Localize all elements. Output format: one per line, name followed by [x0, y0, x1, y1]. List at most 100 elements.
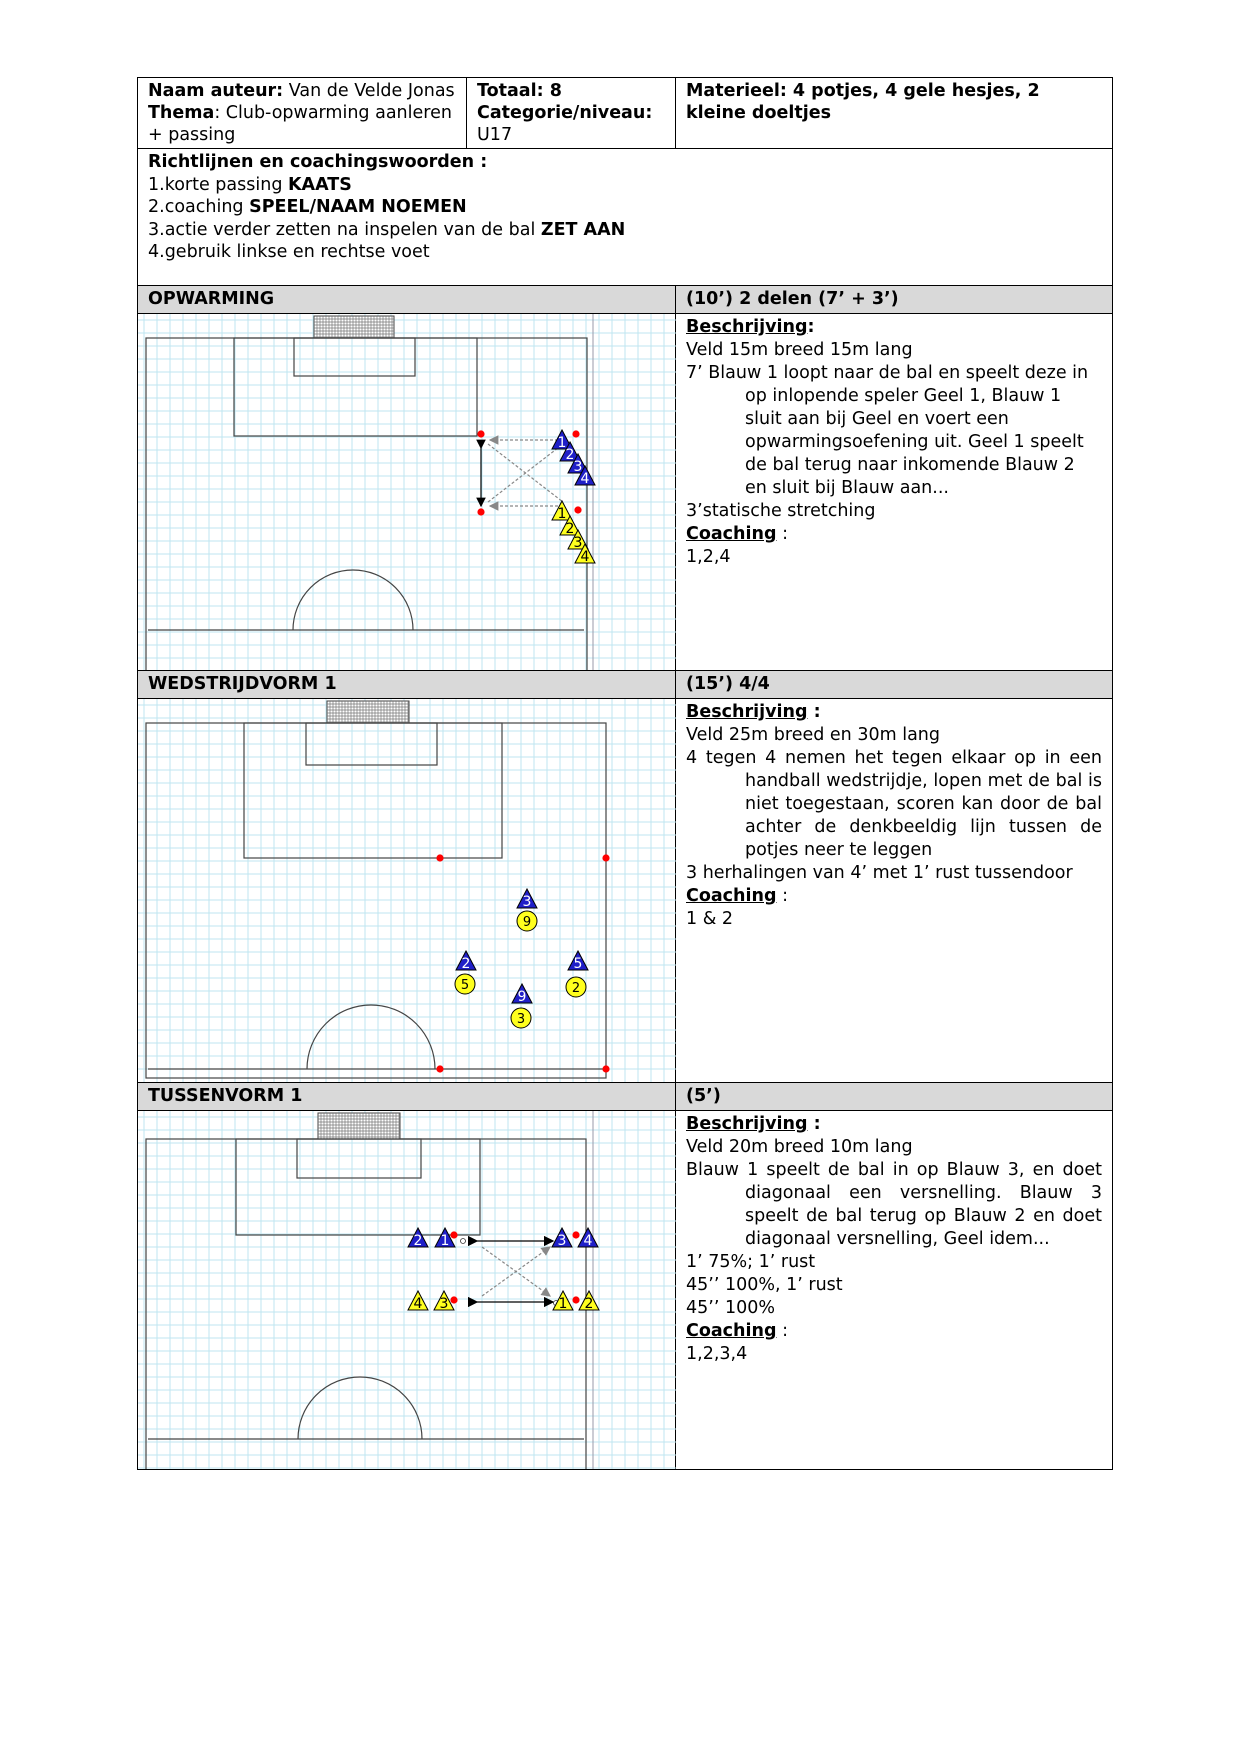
- player-triangle: [551, 1226, 573, 1248]
- player-number: 3: [574, 535, 583, 551]
- player-number: 3: [558, 1233, 567, 1249]
- section-description: Beschrijving : Veld 25m breed en 30m lan…: [675, 698, 1113, 1083]
- player-triangle: [407, 1289, 429, 1311]
- guideline-item: 1.korte passing KAATS: [148, 174, 352, 195]
- player-number: 3: [440, 1296, 449, 1312]
- player-number: 1: [558, 506, 567, 522]
- section-title: OPWARMING: [137, 285, 676, 314]
- cone-marker: [477, 430, 485, 438]
- diagonal-run: [481, 1246, 551, 1297]
- player-number: 9: [523, 915, 531, 930]
- guideline-item: 3.actie verder zetten na inspelen van de…: [148, 219, 626, 240]
- description-label: Beschrijving: [686, 702, 808, 722]
- description-label: Beschrijving: [686, 1114, 808, 1134]
- player-triangle: [577, 1226, 599, 1248]
- total-label: Totaal: 8: [477, 81, 562, 101]
- player-number: 2: [572, 981, 580, 996]
- player-number: 1: [441, 1233, 450, 1249]
- section-title: TUSSENVORM 1: [137, 1082, 676, 1111]
- training-table: Naam auteur: Van de Velde Jonas Thema: C…: [137, 77, 1113, 1470]
- guideline-item: 4.gebruik linkse en rechtse voet: [148, 242, 430, 262]
- goal-net-mesh: [318, 1113, 400, 1139]
- description-line: 45’’ 100%, 1’ rust: [686, 1275, 843, 1295]
- player-number: 1: [558, 435, 567, 451]
- cone-marker: [572, 1231, 580, 1239]
- description-line: Blauw 1 speelt de bal in op Blauw 3, en …: [686, 1160, 1102, 1249]
- cone-marker: [602, 1065, 610, 1073]
- author-name: Van de Velde Jonas: [288, 81, 455, 101]
- player-disc: [516, 910, 538, 932]
- field-border: [145, 1138, 587, 1469]
- coaching-value: 1,2,4: [686, 547, 731, 567]
- section-description: Beschrijving: Veld 15m breed 15m lang 7’…: [675, 313, 1113, 671]
- section-timing: (15’) 4/4: [675, 670, 1113, 699]
- center-arc: [297, 1376, 423, 1440]
- category-label: Categorie/niveau:: [477, 103, 653, 123]
- coaching-label: Coaching: [686, 886, 777, 906]
- section-timing: (5’): [675, 1082, 1113, 1111]
- description-line: 45’’ 100%: [686, 1298, 775, 1318]
- cone-marker: [436, 1065, 444, 1073]
- cone-marker: [572, 430, 580, 438]
- session-sheet: Naam auteur: Van de Velde Jonas Thema: C…: [137, 77, 1113, 1470]
- goal-area: [296, 1138, 422, 1179]
- player-triangle: [574, 542, 596, 564]
- coaching-label: Coaching: [686, 1321, 777, 1341]
- ball-icon: [460, 1238, 466, 1244]
- author-theme-cell: Naam auteur: Van de Velde Jonas Thema: C…: [137, 77, 467, 149]
- grid-lines: [138, 1111, 676, 1469]
- section-description: Beschrijving : Veld 20m breed 10m lang B…: [675, 1110, 1113, 1470]
- player-number: 2: [585, 1296, 594, 1312]
- section-timing: (10’) 2 delen (7’ + 3’): [675, 285, 1113, 314]
- player-disc: [510, 1007, 532, 1029]
- player-number: 2: [462, 956, 471, 972]
- goal-area: [293, 337, 416, 377]
- player-triangle: [434, 1226, 456, 1248]
- player-number: 3: [523, 894, 532, 910]
- theme-label: Thema: [148, 103, 215, 123]
- description-line: Veld 15m breed 15m lang: [686, 340, 913, 360]
- description-line: Veld 25m breed en 30m lang: [686, 725, 940, 745]
- player-triangle: [574, 464, 596, 486]
- grid-lines: [138, 699, 676, 1082]
- coaching-value: 1,2,3,4: [686, 1344, 748, 1364]
- goal-net-mesh: [314, 316, 394, 338]
- center-arc: [306, 1004, 436, 1070]
- section-title: WEDSTRIJDVORM 1: [137, 670, 676, 699]
- player-triangle: [551, 499, 573, 521]
- player-number: 3: [574, 459, 583, 475]
- description-line: Veld 20m breed 10m lang: [686, 1137, 913, 1157]
- description-line: 7’ Blauw 1 loopt naar de bal en speelt d…: [686, 363, 1089, 498]
- cone-marker: [450, 1296, 458, 1304]
- player-triangle: [578, 1289, 600, 1311]
- goal-area: [305, 722, 438, 766]
- player-triangle: [567, 452, 589, 474]
- coaching-value: 1 & 2: [686, 909, 734, 929]
- total-category-cell: Totaal: 8 Categorie/niveau: U17: [466, 77, 676, 149]
- player-number: 4: [581, 471, 590, 487]
- goal-net-mesh: [327, 701, 409, 723]
- coaching-label: Coaching: [686, 524, 777, 544]
- player-disc: [454, 973, 476, 995]
- penalty-area: [243, 722, 503, 859]
- player-triangle: [455, 949, 477, 971]
- player-number: 4: [414, 1296, 423, 1312]
- player-triangle: [552, 1289, 574, 1311]
- diagonal-run: [487, 443, 564, 503]
- player-number: 9: [518, 989, 527, 1005]
- description-line: 4 tegen 4 nemen het tegen elkaar op in e…: [686, 748, 1102, 860]
- player-disc: [565, 976, 587, 998]
- cone-marker: [450, 1231, 458, 1239]
- penalty-area: [233, 337, 478, 437]
- player-triangle: [407, 1226, 429, 1248]
- guidelines-title: Richtlijnen en coachingswoorden :: [148, 152, 488, 172]
- center-arc: [292, 569, 414, 631]
- cone-marker: [436, 854, 444, 862]
- player-triangle: [559, 440, 581, 462]
- guidelines-cell: Richtlijnen en coachingswoorden : 1.kort…: [137, 148, 1113, 286]
- player-number: 1: [559, 1296, 568, 1312]
